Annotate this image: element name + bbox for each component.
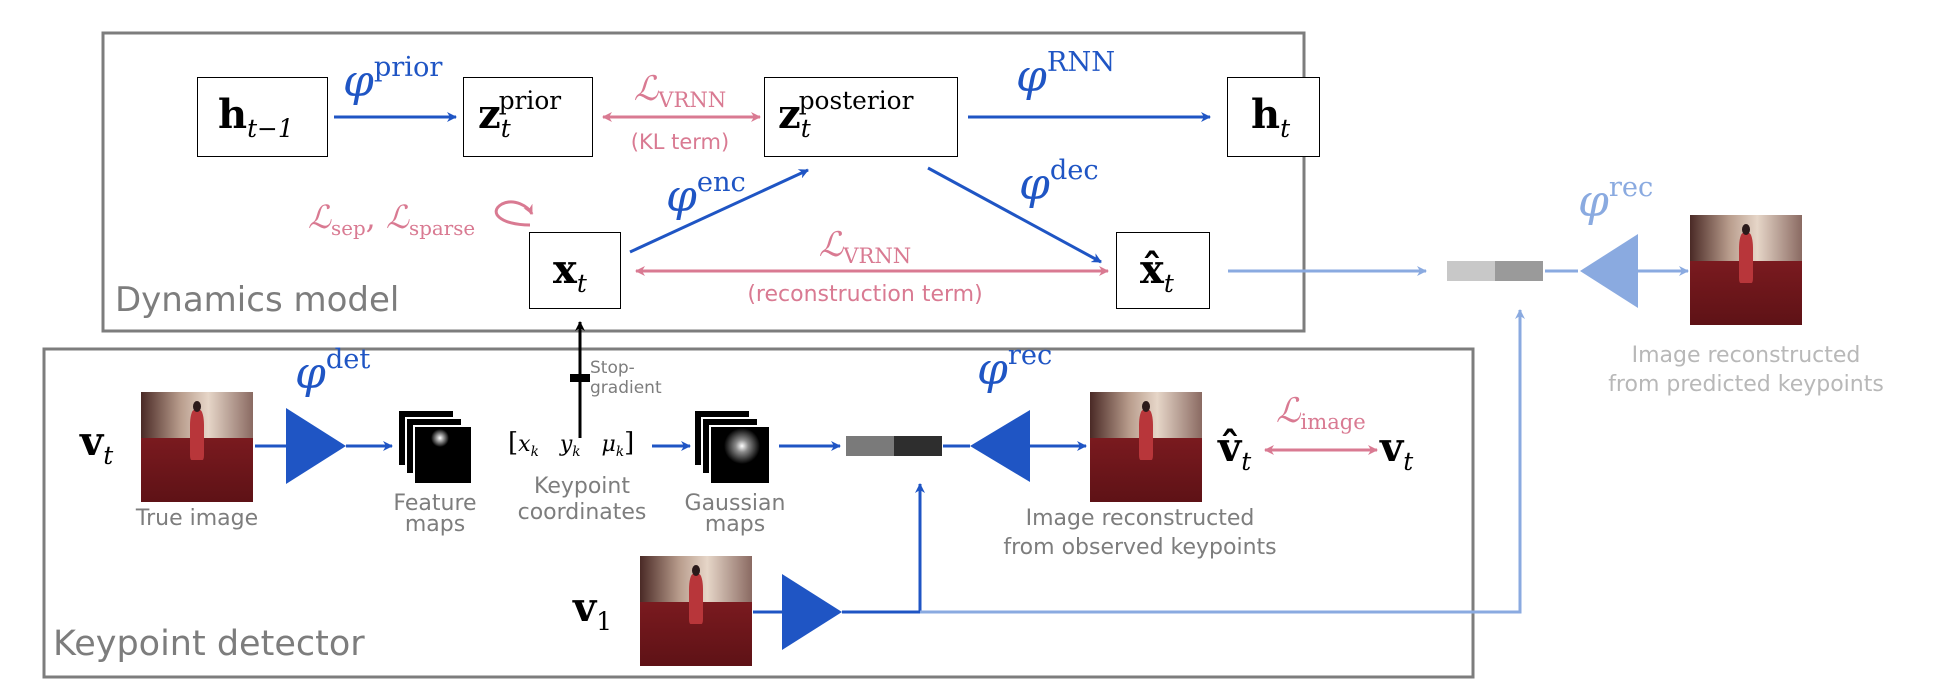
feature-maps-caption-line2: maps: [404, 512, 466, 537]
predicted-code-bar-right: [1495, 261, 1543, 281]
loop-arrow-sep-sparse: [494, 200, 534, 227]
true-image-caption: True image: [135, 506, 259, 531]
node-z-prior: [463, 77, 593, 157]
dynamics-model-title: Dynamics model: [115, 280, 400, 320]
loss-image-label: ℒimage: [1276, 391, 1366, 435]
reconstruction-term-label: (reconstruction term): [747, 282, 983, 307]
node-x-hat: [1116, 232, 1210, 309]
phi-rec-predicted-label: φrec: [1578, 171, 1654, 227]
node-z-posterior-label: ztposterior: [778, 86, 914, 143]
node-z-prior-label: ztprior: [478, 86, 562, 143]
recon-observed-caption-line2: from observed keypoints: [1003, 535, 1277, 560]
gaussian-maps-caption-line2: maps: [704, 512, 766, 537]
detector-triangle: [286, 408, 346, 484]
arrow-zpost-to-xhat: [927, 166, 1102, 264]
recon-predicted-caption-line2: from predicted keypoints: [1608, 372, 1884, 397]
predicted-decoder-triangle: [1580, 234, 1638, 308]
reconstructed-observed-photo: [1090, 392, 1202, 502]
v-1-label: v1: [573, 584, 613, 636]
keypoint-detector-frame: [42, 347, 1475, 679]
loss-vrnn-rec-label: ℒVRNN: [818, 225, 912, 269]
phi-enc-label: φenc: [666, 166, 746, 222]
node-x-t-label: xt: [553, 246, 587, 298]
feature-maps-caption-line1: Feature: [393, 491, 477, 516]
node-z-posterior: [764, 77, 958, 157]
keypoint-coords-caption-line1: Keypoint: [534, 474, 630, 499]
keypoint-coords-caption-line2: coordinates: [517, 500, 647, 525]
true-image-photo: [141, 392, 253, 502]
phi-rec-observed-label: φrec: [977, 339, 1053, 395]
stop-gradient-caption-line1: Stop-: [590, 358, 635, 378]
gaussian-maps-stack: [693, 409, 771, 485]
arrow-xt-to-zpost: [629, 168, 809, 254]
feature-maps-stack: [397, 409, 473, 485]
gaussian-maps-caption-line1: Gaussian: [684, 491, 786, 516]
keypoint-detector-title: Keypoint detector: [53, 624, 365, 664]
arrow-v1-up-to-codebar: [842, 483, 925, 614]
v-hat-label: v̂t: [1218, 424, 1252, 476]
observed-code-bar-left: [846, 436, 894, 456]
phi-det-label: φdet: [295, 343, 371, 399]
reconstructed-predicted-photo: [1690, 215, 1802, 325]
node-h-prev-label: ht−1: [218, 91, 294, 143]
node-x-hat-label: x̂t: [1140, 246, 1174, 298]
phi-rnn-label: φRNN: [1016, 46, 1116, 102]
loss-sep-sparse-label: ℒsep, ℒsparse: [308, 198, 476, 240]
v-t-left-label: vt: [80, 418, 114, 470]
v-t-right-label: vt: [1380, 424, 1414, 476]
node-h-t-label: ht: [1251, 91, 1291, 143]
stop-gradient-caption-line2: gradient: [590, 378, 662, 398]
keypoint-vector: [xk yk μk]: [508, 428, 635, 460]
phi-prior-label: φprior: [343, 51, 443, 107]
v1-image-photo: [640, 556, 752, 666]
kl-term-label: (KL term): [630, 130, 730, 154]
reconstruction-decoder-triangle: [970, 410, 1030, 482]
observed-code-bar-right: [894, 436, 942, 456]
arrow-v1-to-predicted-codebar: [920, 309, 1525, 614]
node-h-t: [1227, 77, 1320, 157]
phi-dec-label: φdec: [1019, 154, 1099, 210]
node-x-t: [529, 232, 621, 309]
dynamics-model-frame: [101, 31, 1306, 333]
v1-encoder-triangle: [782, 574, 842, 650]
recon-observed-caption-line1: Image reconstructed: [1025, 506, 1255, 531]
recon-predicted-caption-line1: Image reconstructed: [1631, 343, 1861, 368]
loss-vrnn-kl-label: ℒVRNN: [633, 69, 727, 113]
predicted-code-bar-left: [1447, 261, 1495, 281]
node-h-prev: [197, 77, 328, 157]
